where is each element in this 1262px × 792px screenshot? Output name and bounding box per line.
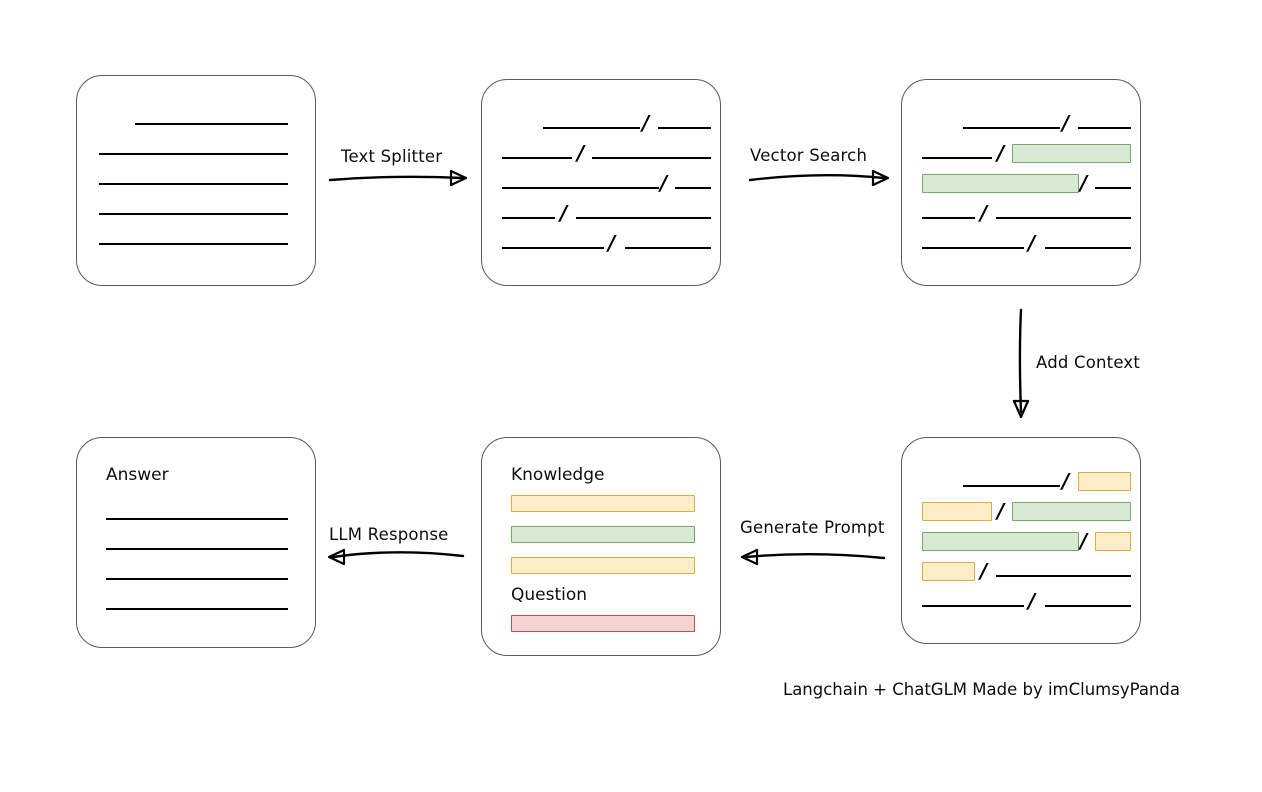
highlight-chip-yellow: [1095, 532, 1131, 551]
edge-label-add-context: Add Context: [1036, 353, 1141, 372]
doc-line: [922, 157, 992, 159]
node-split-document[interactable]: / / / / /: [481, 79, 721, 286]
arrow-down-icon: [1012, 308, 1030, 419]
doc-line: [675, 187, 711, 189]
slash-icon: /: [1062, 469, 1070, 493]
doc-line: [99, 153, 288, 155]
doc-line: [106, 578, 288, 580]
edge-label-vector-search: Vector Search: [750, 146, 868, 165]
node-answer[interactable]: Answer: [76, 437, 316, 648]
prompt-knowledge-heading: Knowledge: [511, 465, 605, 485]
slash-icon: /: [1062, 111, 1070, 135]
slash-icon: /: [608, 231, 616, 255]
highlight-chip-green: [1012, 502, 1131, 521]
slash-icon: /: [980, 559, 988, 583]
node-context-document[interactable]: / / / / /: [901, 437, 1141, 644]
slash-icon: /: [1028, 231, 1036, 255]
arrow-right-icon: [328, 169, 468, 187]
slash-icon: /: [1080, 529, 1088, 553]
doc-line: [543, 127, 640, 129]
doc-line: [135, 123, 288, 125]
slash-icon: /: [1028, 589, 1036, 613]
doc-line: [502, 187, 659, 189]
doc-line: [922, 247, 1024, 249]
slash-icon: /: [660, 171, 668, 195]
highlight-chip-yellow: [1078, 472, 1131, 491]
doc-line: [922, 605, 1024, 607]
doc-line: [1045, 247, 1131, 249]
arrow-left-icon: [740, 548, 886, 566]
knowledge-chip-3: [511, 557, 695, 574]
highlight-chip-green: [922, 174, 1079, 193]
edge-label-llm-response: LLM Response: [329, 525, 449, 544]
doc-line: [1078, 127, 1131, 129]
highlight-chip-green: [1012, 144, 1131, 163]
doc-line: [502, 247, 604, 249]
arrow-right-icon: [748, 169, 890, 187]
slash-icon: /: [997, 499, 1005, 523]
doc-line: [658, 127, 711, 129]
doc-line: [99, 213, 288, 215]
slash-icon: /: [980, 201, 988, 225]
node-matched-document[interactable]: / / / / /: [901, 79, 1141, 286]
slash-icon: /: [997, 141, 1005, 165]
prompt-question-heading: Question: [511, 585, 588, 605]
highlight-chip-green: [922, 532, 1079, 551]
doc-line: [1095, 187, 1131, 189]
slash-icon: /: [560, 201, 568, 225]
knowledge-chip-2: [511, 526, 695, 543]
doc-line: [502, 217, 555, 219]
doc-line: [592, 157, 711, 159]
edge-label-generate-prompt: Generate Prompt: [740, 518, 885, 537]
slash-icon: /: [1080, 171, 1088, 195]
doc-line: [106, 518, 288, 520]
footer-credit: Langchain + ChatGLM Made by imClumsyPand…: [783, 680, 1180, 699]
highlight-chip-yellow: [922, 502, 992, 521]
doc-line: [922, 217, 975, 219]
doc-line: [963, 485, 1060, 487]
doc-line: [625, 247, 711, 249]
doc-line: [996, 575, 1131, 577]
doc-line: [996, 217, 1131, 219]
highlight-chip-yellow: [922, 562, 975, 581]
node-prompt[interactable]: Knowledge Question: [481, 437, 721, 656]
doc-line: [99, 183, 288, 185]
arrow-left-icon: [327, 548, 465, 566]
slash-icon: /: [577, 141, 585, 165]
doc-line: [576, 217, 711, 219]
doc-line: [502, 157, 572, 159]
doc-line: [963, 127, 1060, 129]
knowledge-chip-1: [511, 495, 695, 512]
doc-line: [1045, 605, 1131, 607]
slash-icon: /: [642, 111, 650, 135]
doc-line: [99, 243, 288, 245]
node-source-document[interactable]: [76, 75, 316, 286]
doc-line: [106, 608, 288, 610]
edge-label-text-splitter: Text Splitter: [341, 147, 443, 166]
answer-heading: Answer: [106, 465, 169, 485]
question-chip-1: [511, 615, 695, 632]
doc-line: [106, 548, 288, 550]
